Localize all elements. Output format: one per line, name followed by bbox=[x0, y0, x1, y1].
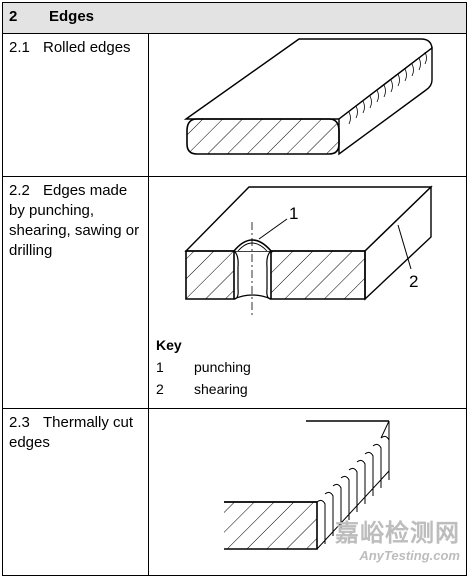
row-number: 2.1 bbox=[9, 39, 30, 56]
key-label: punching bbox=[194, 359, 251, 375]
striation-marks bbox=[316, 420, 390, 550]
section-title: Edges bbox=[49, 8, 95, 25]
callout-label: 2 bbox=[409, 272, 418, 291]
punched-edge-illustration: 1 2 bbox=[184, 185, 433, 315]
row-title: Edges made by punching, shearing, sawing… bbox=[9, 182, 140, 259]
row-title: Rolled edges bbox=[43, 39, 131, 56]
key-title: Key bbox=[156, 337, 182, 353]
figure-key: Key 1 punching 2 shearing bbox=[156, 337, 251, 397]
key-number: 1 bbox=[156, 359, 164, 375]
section-number: 2 bbox=[9, 8, 18, 25]
key-item: 2 shearing bbox=[156, 381, 251, 397]
row-number: 2.2 bbox=[9, 182, 30, 199]
section-header: 2 Edges bbox=[1, 2, 468, 34]
punched-edges-figure-cell: 1 2 Key 1 punching 2 shearing bbox=[147, 176, 468, 409]
callout-label: 1 bbox=[289, 204, 298, 223]
rolled-edge-illustration bbox=[183, 38, 433, 156]
row-number: 2.3 bbox=[9, 414, 30, 431]
key-item: 1 punching bbox=[156, 359, 251, 375]
key-label: shearing bbox=[194, 381, 248, 397]
rolled-edges-figure-cell bbox=[147, 33, 468, 177]
rolled-texture-marks bbox=[348, 51, 427, 125]
row-label-cell: 2.1 Rolled edges bbox=[2, 33, 149, 177]
thermal-cut-figure-cell bbox=[147, 408, 468, 576]
row-title: Thermally cut edges bbox=[9, 414, 134, 451]
row-rolled-edges: 2.1 Rolled edges bbox=[2, 33, 468, 177]
section-header-row: 2 Edges bbox=[1, 2, 468, 34]
thermal-cut-illustration bbox=[224, 420, 390, 550]
key-number: 2 bbox=[156, 381, 164, 397]
